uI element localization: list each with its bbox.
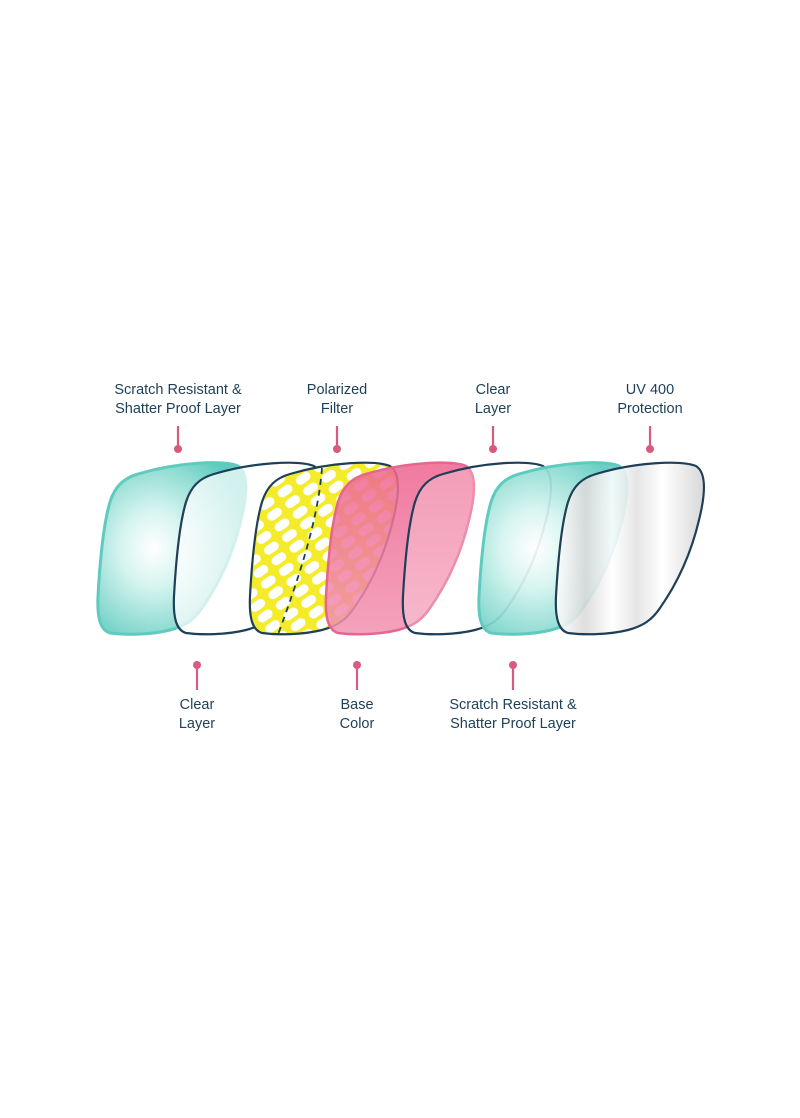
bottom-pin-base-color bbox=[353, 661, 361, 690]
label-line-2: Layer bbox=[474, 401, 512, 417]
label-scratch-resistant-top: Scratch Resistant & Shatter Proof Layer bbox=[114, 381, 241, 419]
top-pin-scratch-resistant bbox=[174, 426, 182, 453]
label-line-1: UV 400 bbox=[625, 382, 675, 398]
label-line-1: Base bbox=[340, 697, 374, 713]
label-line-1: Clear bbox=[475, 382, 511, 398]
label-line-2: Shatter Proof Layer bbox=[115, 401, 241, 417]
label-line-2: Protection bbox=[617, 401, 683, 417]
label-uv400-protection: UV 400 Protection bbox=[617, 381, 682, 419]
label-line-1: Scratch Resistant & bbox=[114, 382, 242, 398]
label-line-2: Color bbox=[339, 716, 375, 732]
label-base-color: Base Color bbox=[340, 696, 375, 734]
top-pin-polarized-filter bbox=[333, 426, 341, 453]
bottom-pin-scratch-resistant bbox=[509, 661, 517, 690]
label-polarized-filter: Polarized Filter bbox=[307, 381, 367, 419]
label-line-2: Shatter Proof Layer bbox=[450, 716, 576, 732]
label-line-2: Layer bbox=[178, 716, 216, 732]
label-line-1: Polarized bbox=[306, 382, 368, 398]
top-pin-clear-layer bbox=[489, 426, 497, 453]
label-line-1: Clear bbox=[179, 697, 215, 713]
label-clear-layer-bottom: Clear Layer bbox=[179, 696, 215, 734]
lens-uv400-protection bbox=[554, 461, 705, 636]
top-pin-uv400 bbox=[646, 426, 654, 453]
bottom-pin-clear-layer bbox=[193, 661, 201, 690]
label-line-1: Scratch Resistant & bbox=[449, 697, 577, 713]
label-line-2: Filter bbox=[320, 401, 354, 417]
lens-polarized-filter bbox=[248, 461, 399, 636]
label-scratch-resistant-bottom: Scratch Resistant & Shatter Proof Layer bbox=[449, 696, 576, 734]
label-clear-layer-top: Clear Layer bbox=[475, 381, 511, 419]
